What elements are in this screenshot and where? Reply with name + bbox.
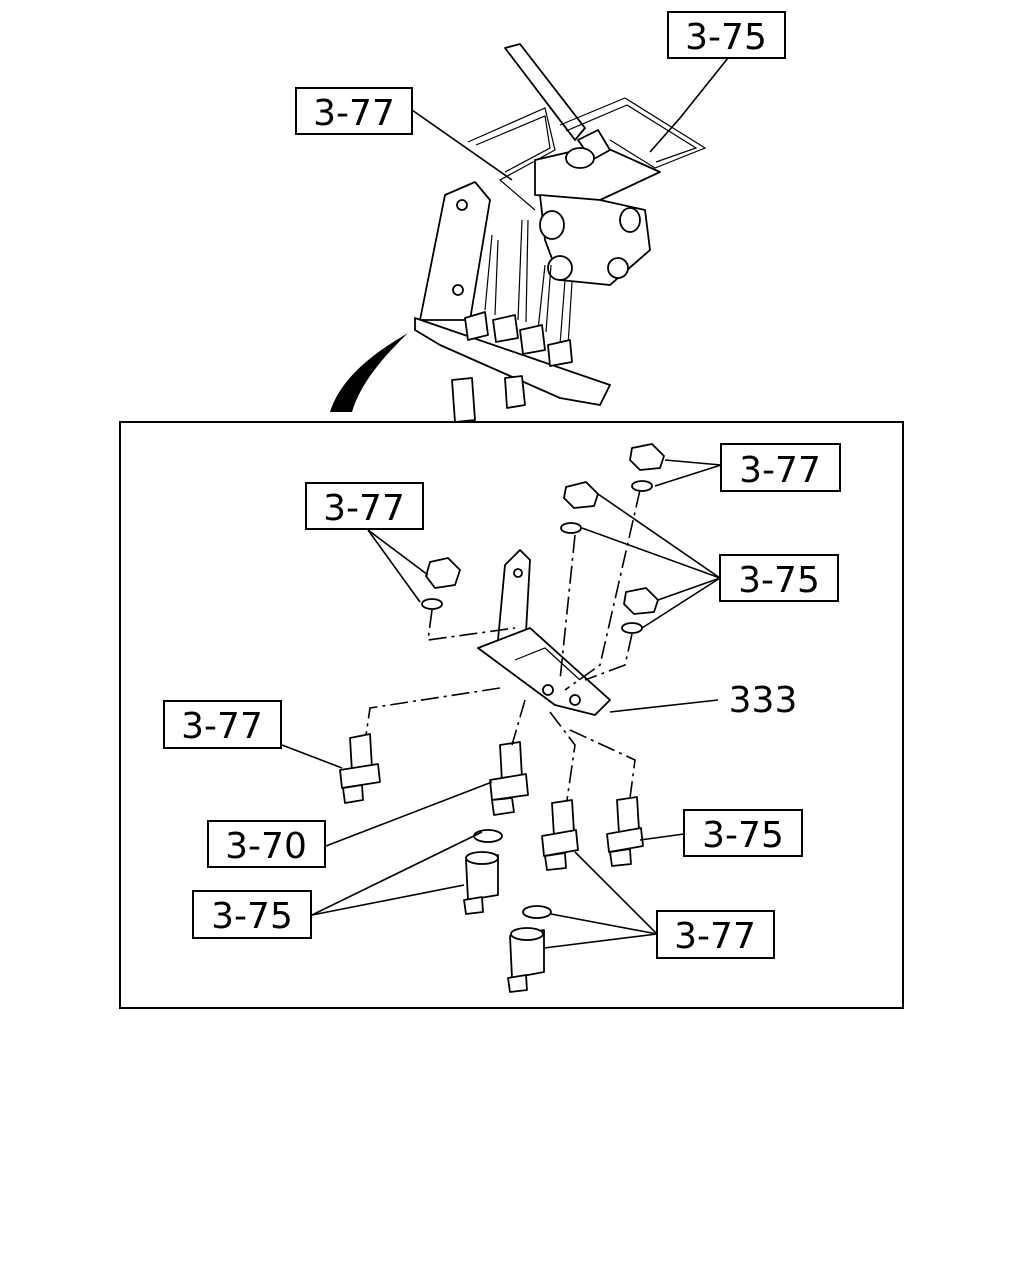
callout-label-3-77-top-right: 3-77 xyxy=(720,443,841,492)
bracket-333 xyxy=(477,549,611,716)
svg-text:333: 333 xyxy=(729,680,798,721)
callout-label-3-75-top: 3-75 xyxy=(667,11,786,59)
svg-text:3-75: 3-75 xyxy=(702,815,784,856)
svg-text:3-75: 3-75 xyxy=(738,560,820,601)
fitting-set xyxy=(339,733,644,993)
callout-label-333: 333 xyxy=(729,680,798,721)
detail-frame xyxy=(119,421,904,1009)
detail-arrow xyxy=(330,333,408,412)
svg-text:3-70: 3-70 xyxy=(225,826,307,867)
svg-text:3-75: 3-75 xyxy=(685,17,767,58)
svg-text:3-77: 3-77 xyxy=(739,450,821,491)
leader-lines xyxy=(281,57,729,949)
callout-label-3-70: 3-70 xyxy=(207,820,326,868)
callout-label-3-77-left-lower: 3-77 xyxy=(163,700,282,749)
svg-text:3-77: 3-77 xyxy=(313,93,395,134)
svg-text:3-75: 3-75 xyxy=(211,896,293,937)
callout-label-3-75-right-lower: 3-75 xyxy=(683,809,803,857)
svg-text:3-77: 3-77 xyxy=(674,916,756,957)
valve-assembly-overview xyxy=(414,43,707,423)
callout-label-3-75-right-upper: 3-75 xyxy=(719,554,839,602)
callout-label-3-77-left-upper: 3-77 xyxy=(305,482,424,530)
callout-label-3-77-bottom: 3-77 xyxy=(656,910,775,959)
assembly-lines xyxy=(365,489,641,801)
callout-label-3-77-top: 3-77 xyxy=(295,87,413,135)
callout-label-3-75-left-bottom: 3-75 xyxy=(192,890,312,939)
svg-text:3-77: 3-77 xyxy=(181,706,263,747)
svg-text:3-77: 3-77 xyxy=(323,488,405,529)
